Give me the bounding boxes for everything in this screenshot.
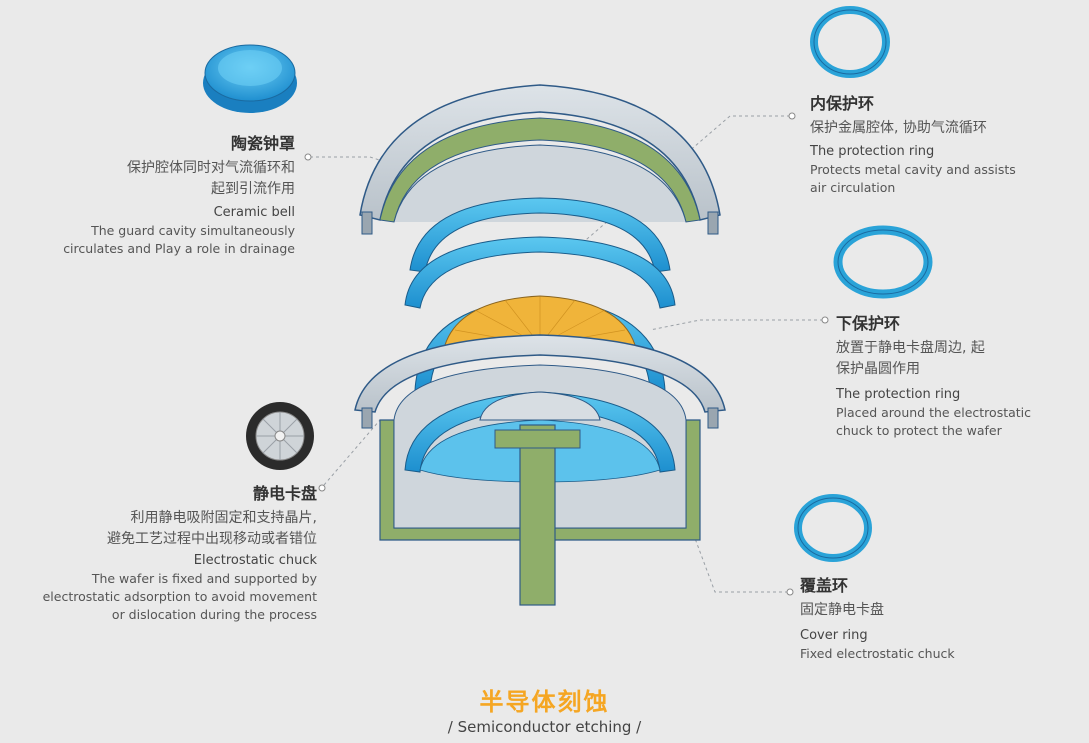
inner-ring-en-title: The protection ring [810, 144, 935, 159]
lower-ring-cn-desc-1: 放置于静电卡盘周边, 起 [836, 340, 985, 356]
connector-ceramic-bell [310, 156, 499, 199]
connector-lower-ring [649, 319, 823, 331]
lower-ring-en-desc-1: Placed around the electrostatic [836, 405, 1032, 420]
lower-ring-cn-title: 下保护环 [836, 314, 901, 333]
inner-ring-thumbnail [810, 6, 890, 78]
chuck-cn-desc-1: 利用静电吸附固定和支持晶片, [130, 510, 317, 526]
ceramic-bell-en-desc-1: The guard cavity simultaneously [91, 223, 295, 238]
connector-inner-ring [579, 115, 790, 246]
lower-ring-label: 下保护环 放置于静电卡盘周边, 起 保护晶圆作用 The protection … [836, 310, 1086, 440]
cover-ring-en-title: Cover ring [800, 628, 868, 643]
inner-ring-cn-title: 内保护环 [810, 94, 875, 113]
inner-ring-label: 内保护环 保护金属腔体, 协助气流循环 The protection ring … [810, 90, 1080, 197]
chuck-en-title: Electrostatic chuck [193, 553, 317, 568]
inner-ring-en-desc-2: air circulation [810, 180, 896, 195]
cover-ring-en-desc-1: Fixed electrostatic chuck [800, 646, 955, 661]
lower-ring-thumbnail [833, 225, 933, 299]
ceramic-bell-cn-desc-1: 保护腔体同时对气流循环和 [127, 160, 295, 176]
inner-ring-en-desc-1: Protects metal cavity and assists [810, 162, 1016, 177]
blue-ring-middle [404, 236, 676, 309]
ceramic-bell-cn-desc-2: 起到引流作用 [211, 181, 295, 197]
cover-ring-label: 覆盖环 固定静电卡盘 Cover ring Fixed electrostati… [800, 572, 1080, 663]
chuck-label: 静电卡盘 利用静电吸附固定和支持晶片, 避免工艺过程中出现移动或者错位 Elec… [5, 480, 317, 624]
chamber-base [354, 334, 726, 606]
inner-ring-cn-desc-1: 保护金属腔体, 协助气流循环 [810, 120, 987, 136]
ceramic-dome-top [359, 84, 721, 235]
chuck-cn-desc-2: 避免工艺过程中出现移动或者错位 [107, 531, 317, 547]
cover-ring-cn-desc-1: 固定静电卡盘 [800, 602, 884, 618]
chuck-en-desc-2: electrostatic adsorption to avoid moveme… [42, 589, 317, 604]
lower-ring-cn-desc-2: 保护晶圆作用 [836, 361, 920, 377]
chuck-en-desc-3: or dislocation during the process [111, 607, 317, 622]
cover-ring-cn-title: 覆盖环 [800, 576, 849, 595]
connector-chuck [323, 419, 381, 486]
footer-subtitle: / Semiconductor etching / [447, 718, 642, 736]
ceramic-bell-thumbnail [203, 44, 297, 113]
chuck-en-desc-1: The wafer is fixed and supported by [91, 571, 317, 586]
chuck-thumbnail [246, 402, 314, 470]
ceramic-bell-cn-title: 陶瓷钟罩 [230, 134, 295, 153]
connector-cover-ring [689, 524, 788, 593]
cover-ring-thumbnail [794, 494, 872, 562]
blue-ring-upper [409, 197, 671, 273]
lower-ring-en-desc-2: chuck to protect the wafer [836, 423, 1002, 438]
ceramic-bell-en-desc-2: circulates and Play a role in drainage [63, 241, 295, 256]
lower-ring-en-title: The protection ring [836, 387, 961, 402]
ceramic-bell-en-title: Ceramic bell [213, 205, 295, 220]
footer-title: 半导体刻蚀 [479, 688, 610, 716]
ceramic-bell-label: 陶瓷钟罩 保护腔体同时对气流循环和 起到引流作用 Ceramic bell Th… [20, 130, 295, 258]
chuck-cn-title: 静电卡盘 [252, 484, 317, 503]
